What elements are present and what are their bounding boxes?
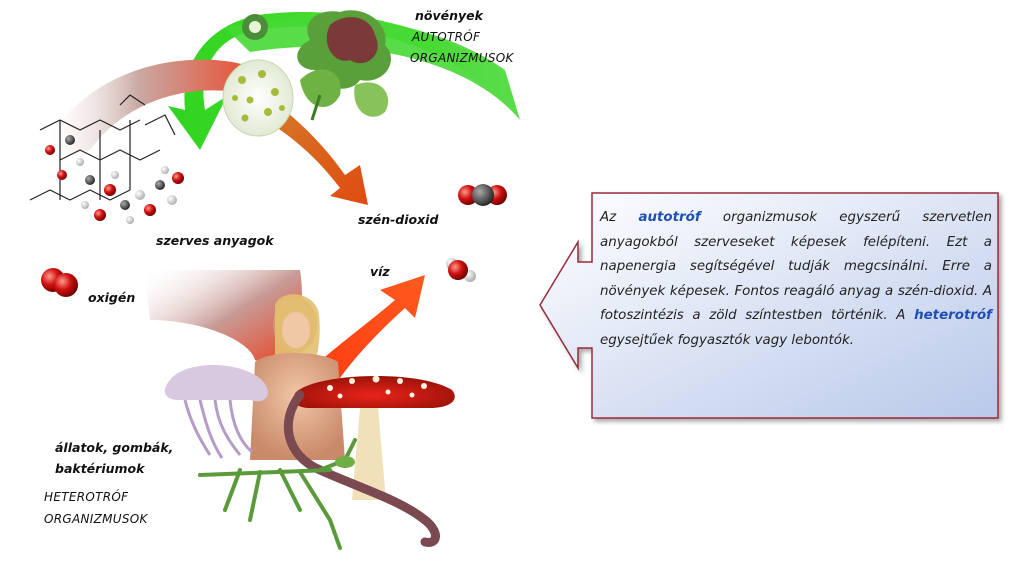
carbon-dioxide-molecule bbox=[458, 184, 507, 206]
autotroph-keyword: autotróf bbox=[638, 210, 701, 225]
callout-text-part1: Az bbox=[600, 210, 639, 225]
callout-text-part3: egysejtűek fogyasztók vagy lebontók. bbox=[600, 332, 854, 348]
explanation-callout bbox=[539, 192, 999, 419]
oxygen-arrow bbox=[145, 270, 302, 370]
callout-text: Az autotróf organizmusok egyszerű szerve… bbox=[600, 206, 992, 406]
water-label: víz bbox=[370, 264, 390, 279]
callout-text-part2: organizmusok egyszerű szervetlen anyagok… bbox=[600, 210, 993, 324]
heterotroph-label-line1: HETEROTRÓF bbox=[44, 490, 129, 504]
consumers-label-line1: állatok, gombák, bbox=[55, 440, 174, 455]
oxygen-molecule bbox=[41, 268, 78, 297]
autotroph-label-line2: ORGANIZMUSOK bbox=[410, 51, 514, 65]
oxygen-label: oxigén bbox=[88, 290, 136, 305]
autotroph-label-line1: AUTOTRÓF bbox=[412, 30, 481, 44]
organic-matter-label: szerves anyagok bbox=[156, 233, 274, 248]
cell-illustration bbox=[222, 59, 294, 137]
organic-molecule-illustration bbox=[29, 94, 184, 224]
plants-label: növények bbox=[415, 8, 483, 23]
green-arrow-tail bbox=[225, 17, 520, 121]
carbon-dioxide-label: szén-dioxid bbox=[358, 212, 439, 227]
organic-matter-arrow bbox=[40, 59, 258, 160]
heterotroph-illustration bbox=[164, 294, 455, 550]
consumers-label-line2: baktériumok bbox=[55, 461, 145, 476]
heterotroph-keyword: heterotróf bbox=[914, 308, 992, 324]
plant-illustration bbox=[242, 10, 391, 121]
heterotroph-label-line2: ORGANIZMUSOK bbox=[44, 512, 148, 526]
water-molecule bbox=[446, 258, 476, 282]
